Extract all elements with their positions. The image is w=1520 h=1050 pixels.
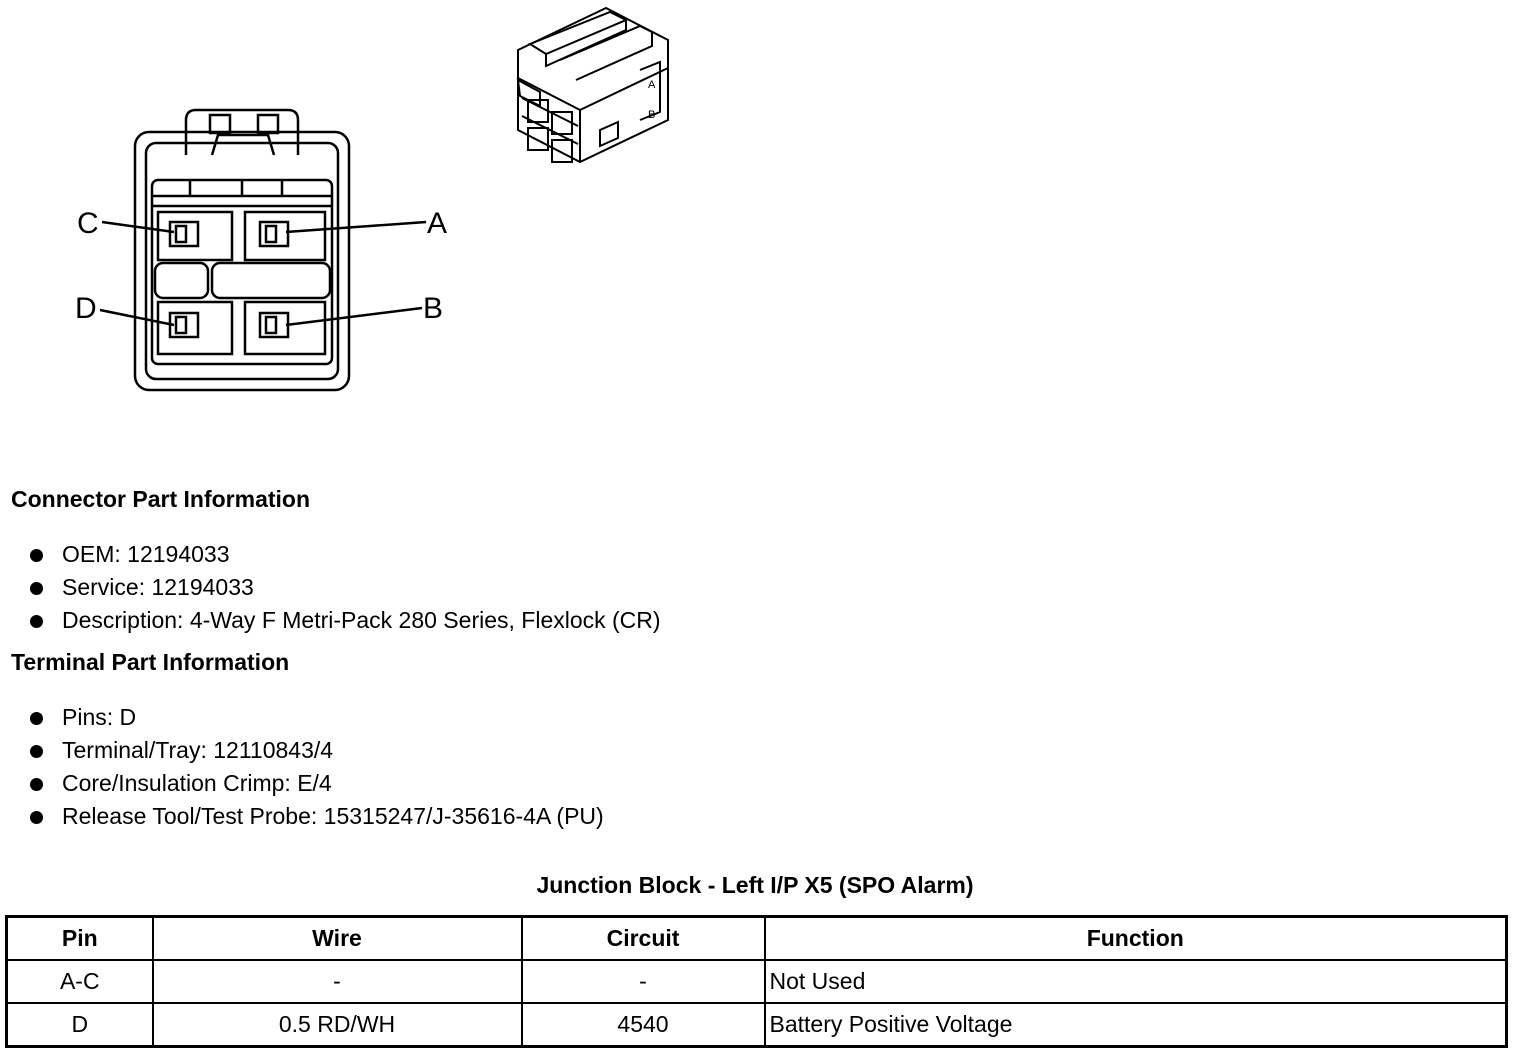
list-item: Service: 12194033 <box>0 571 661 604</box>
bullet-icon <box>30 745 43 758</box>
cell-wire: - <box>151 959 523 1004</box>
column-header-wire: Wire <box>151 915 523 961</box>
pin-label-b: B <box>423 292 443 325</box>
connector-housing <box>133 130 351 392</box>
cell-function: Battery Positive Voltage <box>763 1002 1508 1048</box>
pin-table: Pin Wire Circuit Function A-C - - Not Us… <box>5 915 1508 1048</box>
connector-diagram: C A D B A B <box>75 6 669 392</box>
list-item: Pins: D <box>0 701 604 734</box>
cell-function: Not Used <box>763 959 1508 1004</box>
cell-circuit: 4540 <box>520 1002 766 1048</box>
pin-label-a: A <box>427 207 447 240</box>
list-item: OEM: 12194033 <box>0 538 661 571</box>
bullet-icon <box>30 811 43 824</box>
iso-label-a: A <box>648 79 656 91</box>
cell-pin: D <box>5 1002 154 1048</box>
column-header-pin: Pin <box>5 915 154 961</box>
connector-part-list: OEM: 12194033 Service: 12194033 Descript… <box>0 538 661 637</box>
terminal-part-list: Pins: D Terminal/Tray: 12110843/4 Core/I… <box>0 701 604 833</box>
latch-outline <box>184 108 300 155</box>
pin-label-c: C <box>77 207 99 240</box>
terminal-part-heading: Terminal Part Information <box>11 649 290 675</box>
column-header-circuit: Circuit <box>520 915 766 961</box>
bullet-icon <box>30 712 43 725</box>
bullet-icon <box>30 549 43 562</box>
table-header-row: Pin Wire Circuit Function <box>5 915 1508 961</box>
iso-label-b: B <box>648 109 655 121</box>
cell-wire: 0.5 RD/WH <box>151 1002 523 1048</box>
bullet-icon <box>30 582 43 595</box>
list-item: Release Tool/Test Probe: 15315247/J-3561… <box>0 800 604 833</box>
table-row: D 0.5 RD/WH 4540 Battery Positive Voltag… <box>5 1002 1508 1048</box>
table-row: A-C - - Not Used <box>5 959 1508 1004</box>
connector-isometric-view <box>516 6 669 164</box>
table-title: Junction Block - Left I/P X5 (SPO Alarm) <box>536 872 974 898</box>
list-item: Core/Insulation Crimp: E/4 <box>0 767 604 800</box>
connector-part-heading: Connector Part Information <box>11 486 311 512</box>
column-header-function: Function <box>763 915 1508 961</box>
cell-circuit: - <box>520 959 766 1004</box>
bullet-icon <box>30 615 43 628</box>
cell-pin: A-C <box>5 959 154 1004</box>
list-item: Terminal/Tray: 12110843/4 <box>0 734 604 767</box>
list-item: Description: 4-Way F Metri-Pack 280 Seri… <box>0 604 661 637</box>
bullet-icon <box>30 778 43 791</box>
pin-label-d: D <box>75 292 97 325</box>
